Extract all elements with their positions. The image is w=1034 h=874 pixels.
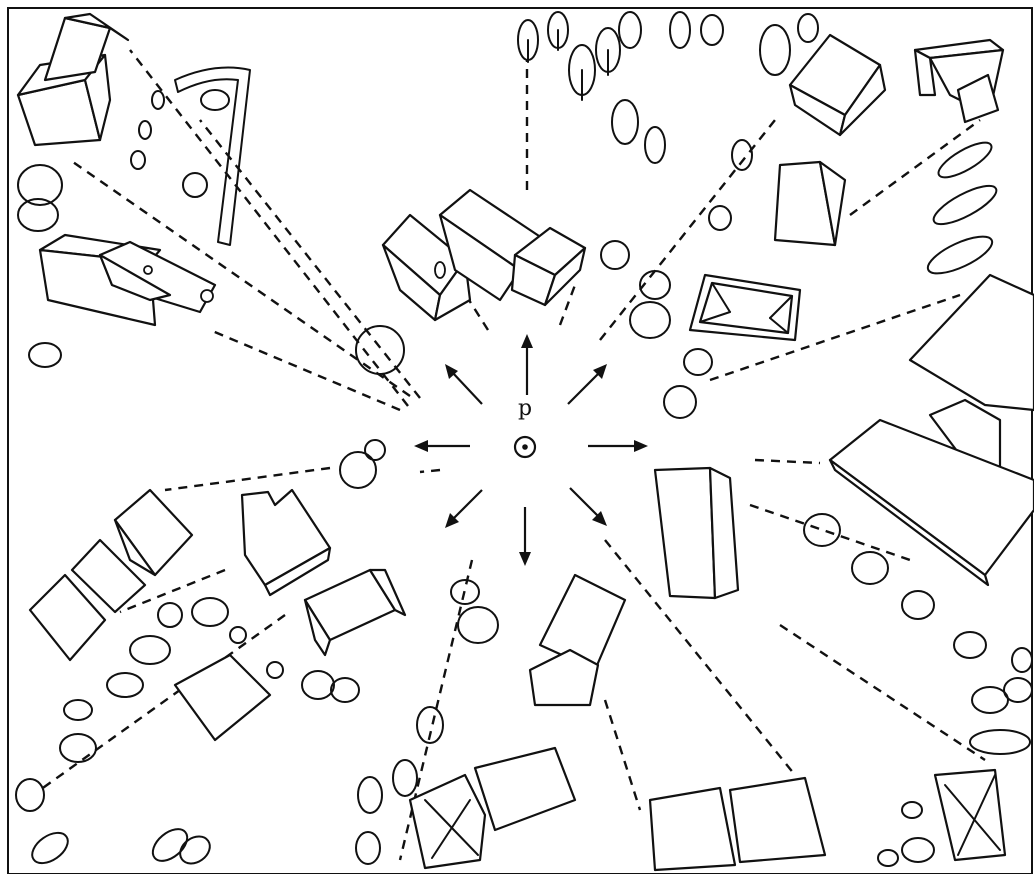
building-icon — [383, 190, 585, 320]
tree-icon — [670, 12, 690, 48]
tree-icon — [358, 777, 382, 813]
building-icon — [475, 748, 575, 830]
building-icon — [530, 575, 625, 705]
tree-icon — [902, 591, 934, 619]
tree-icon — [929, 179, 1001, 231]
tree-icon — [27, 827, 74, 870]
tree-icon — [619, 12, 641, 48]
arrow-down-left-icon — [445, 490, 482, 528]
building-icon — [915, 40, 1003, 122]
tree-icon — [970, 730, 1030, 754]
tree-icon — [645, 127, 665, 163]
tree-icon — [29, 343, 61, 367]
tree-icon — [131, 91, 164, 169]
building-icon — [690, 275, 800, 340]
tree-icon — [16, 779, 44, 811]
tree-icon — [147, 823, 193, 867]
focus-label: p — [518, 396, 532, 421]
tree-icon — [393, 760, 417, 796]
tree-icon — [548, 12, 568, 50]
focus-of-expansion: p — [515, 396, 535, 457]
arrow-up-icon — [521, 334, 533, 395]
tree-icon — [902, 802, 922, 818]
building-icon — [655, 468, 738, 598]
tree-icon — [804, 514, 840, 546]
arrow-up-left-icon — [445, 364, 482, 404]
tree-icon — [183, 173, 207, 197]
tree-icon — [612, 100, 638, 144]
tree-icon — [954, 632, 1032, 672]
tree-icon — [60, 734, 96, 762]
building-icon — [242, 490, 330, 595]
building-icon — [175, 655, 270, 740]
tree-icon — [630, 302, 670, 338]
arrow-right-icon — [588, 440, 648, 452]
tree-icon — [569, 45, 595, 100]
building-icon — [115, 490, 192, 575]
building-icon — [650, 788, 735, 870]
tree-icon — [356, 832, 380, 864]
arrow-up-right-icon — [568, 364, 607, 404]
tree-icon — [732, 140, 752, 170]
building-icon — [790, 35, 885, 135]
tree-icon — [18, 165, 62, 231]
tree-icon — [201, 90, 229, 110]
tree-icon — [601, 241, 629, 269]
tree-icon — [158, 598, 228, 627]
tree-icon — [518, 20, 538, 62]
building-icon — [830, 275, 1034, 585]
tree-icon — [130, 636, 170, 664]
building-icon — [775, 162, 845, 245]
tree-icon — [302, 671, 359, 702]
building-icon — [410, 775, 485, 868]
tree-icon — [664, 386, 696, 418]
tree-icon — [684, 349, 712, 375]
tree-icon — [934, 136, 996, 183]
tree-icon — [175, 831, 215, 869]
lamp-post-icon — [175, 68, 250, 245]
tree-icon — [340, 440, 385, 488]
building-icon — [305, 570, 405, 655]
arrow-down-icon — [519, 507, 531, 566]
tree-icon — [852, 552, 888, 584]
building-icon — [18, 14, 128, 145]
building-icon — [40, 235, 215, 325]
tree-icon — [458, 607, 498, 643]
tree-icon — [878, 838, 934, 866]
tree-icon — [972, 678, 1032, 713]
tree-icon — [107, 673, 143, 697]
tree-icon — [64, 700, 92, 720]
tree-icon — [709, 206, 731, 230]
tree-icon — [596, 28, 620, 75]
building-icon — [935, 770, 1005, 860]
arrow-left-icon — [414, 440, 470, 452]
tree-icon — [701, 15, 723, 45]
building-icon — [730, 778, 825, 862]
arrow-down-right-icon — [570, 488, 607, 526]
tree-icon — [923, 229, 997, 280]
